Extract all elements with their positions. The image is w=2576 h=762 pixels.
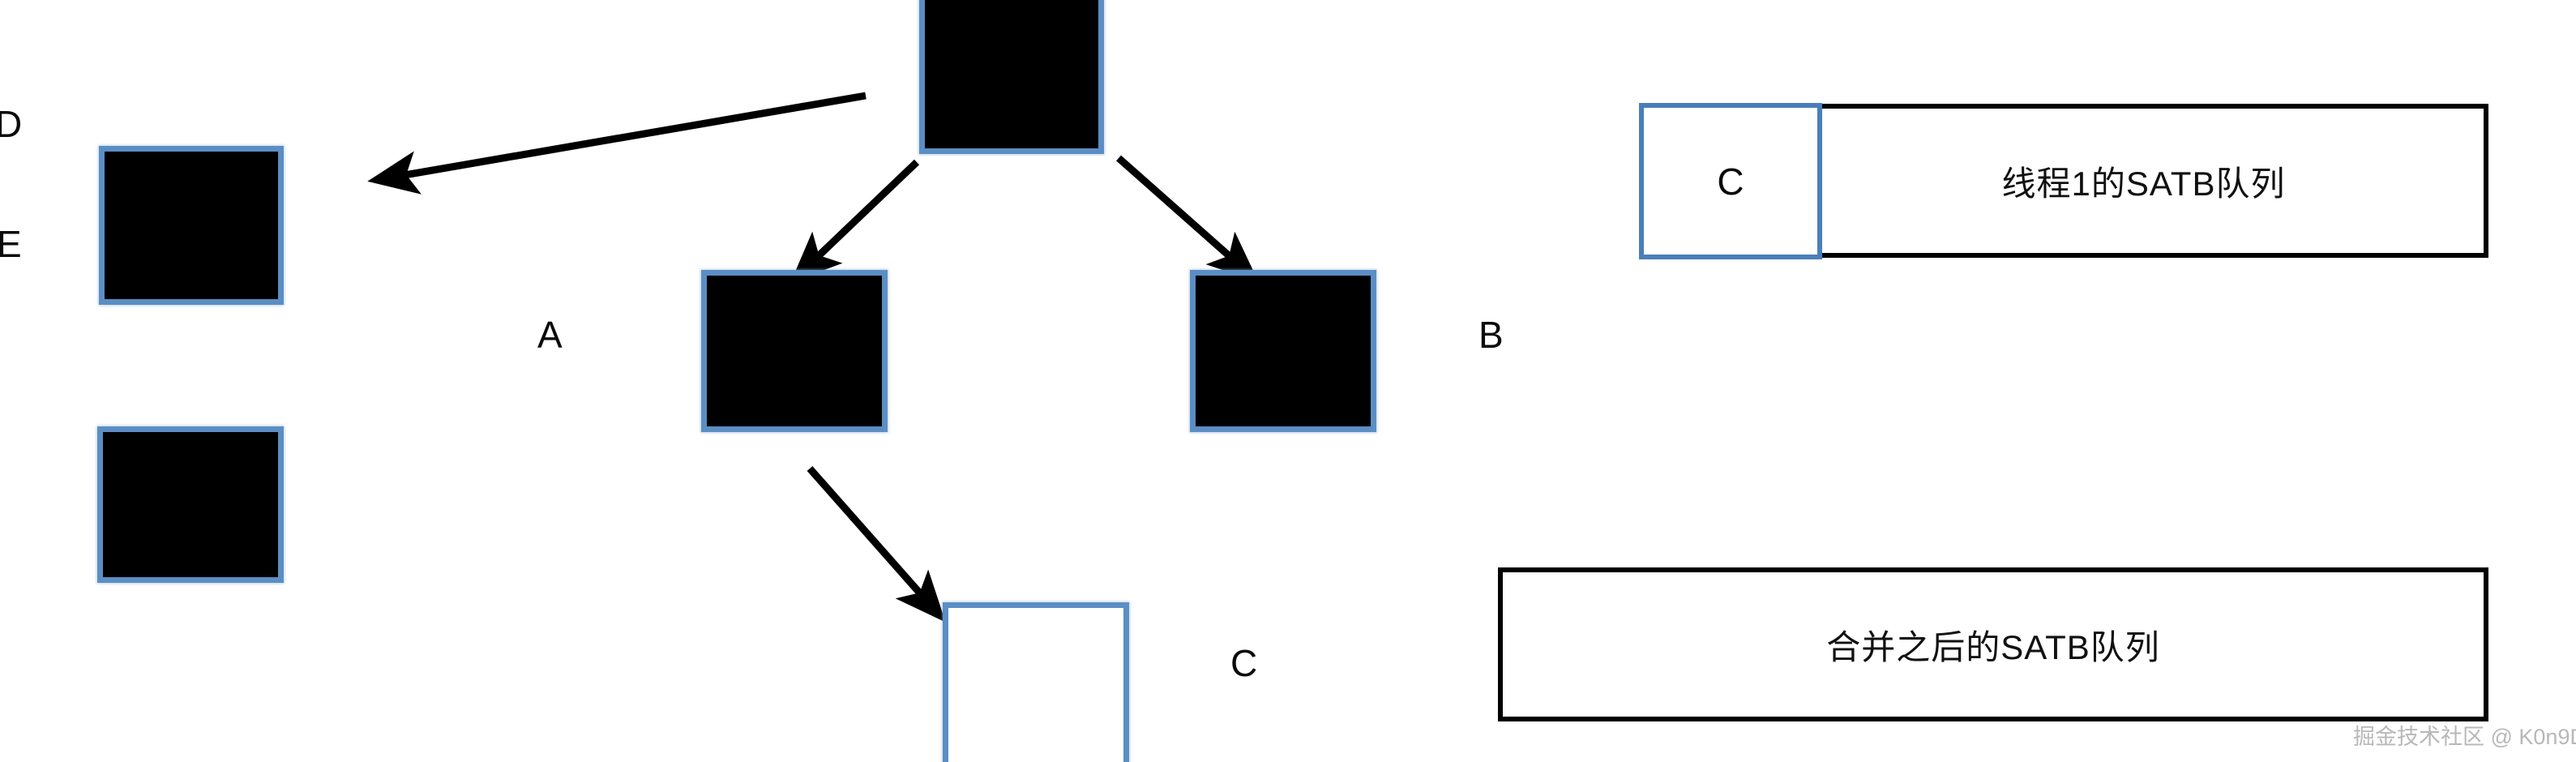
node-c[interactable] xyxy=(943,602,1129,762)
node-d[interactable] xyxy=(99,146,284,305)
arrow-root-to-b xyxy=(1116,155,1259,282)
node-c-label: C xyxy=(1230,642,1258,684)
arrow-root-to-a xyxy=(790,159,920,283)
node-a[interactable] xyxy=(701,270,888,432)
merged-satb-queue-text: 合并之后的SATB队列 xyxy=(1826,627,2160,666)
node-b[interactable] xyxy=(1190,270,1376,432)
merged-satb-queue-box[interactable]: 合并之后的SATB队列 xyxy=(1498,567,2488,721)
arrow-a-to-c xyxy=(807,466,946,623)
watermark: 掘金技术社区 @ K0n9D1KuA xyxy=(2353,725,2576,749)
satb-queue-cell-c-label: C xyxy=(1717,160,1744,203)
node-b-label: B xyxy=(1478,314,1504,356)
arrow-root-to-d xyxy=(367,92,867,195)
node-d-label: D xyxy=(0,103,23,145)
node-a-label: A xyxy=(537,314,563,356)
thread-satb-queue-text: 线程1的SATB队列 xyxy=(2001,164,2286,203)
node-e[interactable] xyxy=(97,426,284,583)
thread-satb-queue-box[interactable]: 线程1的SATB队列 xyxy=(1799,104,2488,258)
satb-queue-cell-c[interactable]: C xyxy=(1639,103,1822,259)
node-root[interactable] xyxy=(919,0,1104,154)
node-e-label: E xyxy=(0,223,22,265)
